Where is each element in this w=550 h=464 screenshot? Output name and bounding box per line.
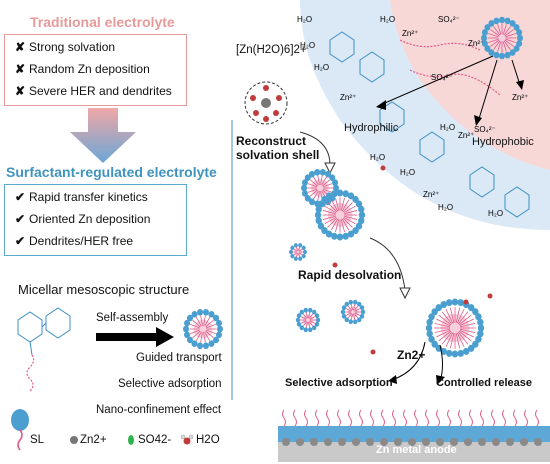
check-icon: ✔ bbox=[15, 234, 26, 248]
svg-text:Zn²⁺: Zn²⁺ bbox=[423, 190, 439, 199]
svg-text:H₂O: H₂O bbox=[297, 15, 312, 24]
legend-h2o-o bbox=[183, 437, 191, 445]
hydrophilic-label: Hydrophilic bbox=[344, 122, 399, 134]
desolvation-label: Rapid desolvation bbox=[298, 268, 402, 282]
svg-text:H₂O: H₂O bbox=[488, 209, 503, 218]
svg-text:Zn²⁺: Zn²⁺ bbox=[458, 131, 474, 140]
self-assembly-label: Self-assembly bbox=[96, 312, 169, 324]
svg-text:Zn²⁺: Zn²⁺ bbox=[468, 39, 484, 48]
legend-sl-label: SL bbox=[30, 434, 45, 446]
surfactant-item: ✔Oriented Zn deposition bbox=[15, 212, 151, 226]
micellar-title: Micellar mesoscopic structure bbox=[18, 282, 190, 297]
traditional-box: ✘Strong solvation ✘Random Zn deposition … bbox=[4, 34, 187, 106]
micelle-icon bbox=[183, 308, 223, 350]
svg-text:SO₄²⁻: SO₄²⁻ bbox=[431, 73, 453, 82]
surfactant-item: ✔Rapid transfer kinetics bbox=[15, 190, 148, 204]
svg-text:H₂O: H₂O bbox=[438, 203, 453, 212]
feature-selective: Selective adsorption bbox=[118, 378, 222, 390]
self-assembly-arrow bbox=[96, 327, 174, 347]
feature-confinement: Nano-confinement effect bbox=[96, 404, 222, 416]
traditional-item: ✘Random Zn deposition bbox=[15, 62, 150, 76]
cross-icon: ✘ bbox=[15, 62, 26, 76]
selective-adsorption-label: Selective adsorption bbox=[285, 377, 393, 389]
traditional-title: Traditional electrolyte bbox=[30, 14, 175, 30]
anode-label: Zn metal anode bbox=[376, 444, 457, 456]
cross-icon: ✘ bbox=[15, 84, 26, 98]
surfactant-title: Surfactant-regulated electrolyte bbox=[6, 164, 217, 180]
zn-anode bbox=[278, 442, 550, 462]
svg-text:Zn²⁺: Zn²⁺ bbox=[340, 93, 356, 102]
traditional-item: ✘Severe HER and dendrites bbox=[15, 84, 172, 98]
micelle-top-right bbox=[481, 16, 523, 60]
zn-ion-label: Zn2+ bbox=[397, 348, 426, 362]
svg-text:Zn²⁺: Zn²⁺ bbox=[402, 29, 418, 38]
legend-so4-label: SO42- bbox=[138, 434, 172, 446]
sugar-chain bbox=[329, 31, 530, 218]
check-icon: ✔ bbox=[15, 212, 26, 226]
legend-zn-dot bbox=[70, 436, 78, 444]
transition-arrow bbox=[70, 108, 136, 163]
legend-h2o-label: H2O bbox=[196, 434, 220, 446]
surfactant-item: ✔Dendrites/HER free bbox=[15, 234, 134, 248]
svg-text:H₂O: H₂O bbox=[300, 41, 315, 50]
svg-text:H₂O: H₂O bbox=[380, 15, 395, 24]
svg-text:Zn²⁺: Zn²⁺ bbox=[512, 93, 528, 102]
hydrophobic-label: Hydrophobic bbox=[472, 136, 534, 148]
zn-complex-label: [Zn(H2O)6]2+ bbox=[236, 44, 307, 56]
legend bbox=[11, 409, 194, 451]
svg-text:H₂O: H₂O bbox=[314, 63, 329, 72]
check-icon: ✔ bbox=[15, 190, 26, 204]
svg-text:H₂O: H₂O bbox=[370, 153, 385, 162]
legend-zn-label: Zn2+ bbox=[80, 434, 107, 446]
legend-sl-tail bbox=[17, 429, 23, 451]
svg-text:SO₄²⁻: SO₄²⁻ bbox=[474, 125, 496, 134]
reconstruct-label: Reconstruct solvation shell bbox=[236, 134, 320, 162]
svg-text:H₂O: H₂O bbox=[400, 168, 415, 177]
feature-guided: Guided transport bbox=[136, 352, 222, 364]
surfactant-box: ✔Rapid transfer kinetics ✔Oriented Zn de… bbox=[4, 184, 187, 256]
controlled-release-label: Controlled release bbox=[436, 377, 532, 389]
cross-icon: ✘ bbox=[15, 40, 26, 54]
legend-sl-head bbox=[11, 409, 29, 431]
traditional-item: ✘Strong solvation bbox=[15, 40, 116, 54]
svg-text:SO₄²⁻: SO₄²⁻ bbox=[438, 15, 460, 24]
svg-text:H₂O: H₂O bbox=[440, 123, 455, 132]
surfactant-molecule bbox=[17, 307, 71, 392]
legend-so4-dot bbox=[128, 435, 134, 445]
